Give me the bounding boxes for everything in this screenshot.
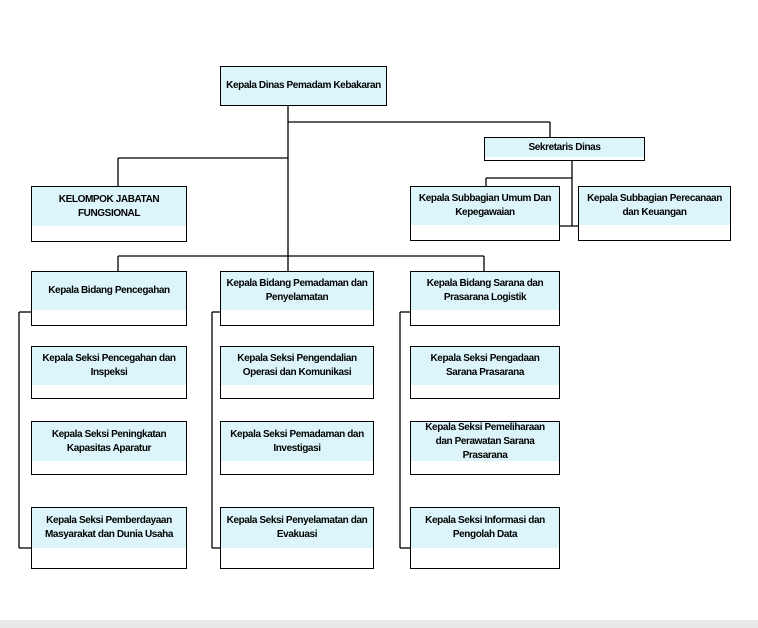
- section-box-3-1: Kepala Seksi Pengadaan Sarana Prasarana: [410, 346, 560, 399]
- section-box-2-3: Kepala Seksi Penyelamatan dan Evakuasi: [220, 507, 374, 569]
- section-label-3-2: Kepala Seksi Pemeliharaan dan Perawatan …: [425, 421, 545, 461]
- head-label: Kepala Dinas Pemadam Kebakaran: [226, 80, 381, 91]
- section-label-1-2: Kepala Seksi Peningkatan Kapasitas Apara…: [51, 428, 167, 454]
- division-label-3: Kepala Bidang Sarana dan Prasarana Logis…: [426, 278, 544, 303]
- section-label-1-1: Kepala Seksi Pencegahan dan Inspeksi: [42, 353, 176, 378]
- division-label-1: Kepala Bidang Pencegahan: [48, 285, 170, 296]
- section-label-3-3: Kepala Seksi Informasi dan Pengolah Data: [425, 515, 545, 540]
- division-box-2: Kepala Bidang Pemadaman dan Penyelamatan: [220, 271, 374, 326]
- functional-group-box: KELOMPOK JABATAN FUNGSIONAL: [31, 186, 187, 242]
- section-label-2-2: Kepala Seksi Pemadaman dan Investigasi: [230, 428, 364, 454]
- division-box-1: Kepala Bidang Pencegahan: [31, 271, 187, 326]
- head-box: Kepala Dinas Pemadam Kebakaran: [220, 66, 387, 106]
- subsection-box-1: Kepala Subbagian Umum Dan Kepegawaian: [410, 186, 560, 241]
- section-box-2-1: Kepala Seksi Pengendalian Operasi dan Ko…: [220, 346, 374, 399]
- division-box-3: Kepala Bidang Sarana dan Prasarana Logis…: [410, 271, 560, 326]
- section-label-2-1: Kepala Seksi Pengendalian Operasi dan Ko…: [237, 353, 357, 378]
- section-label-2-3: Kepala Seksi Penyelamatan dan Evakuasi: [226, 515, 368, 540]
- subsection-label-1: Kepala Subbagian Umum Dan Kepegawaian: [418, 193, 552, 218]
- secretary-box: Sekretaris Dinas: [484, 137, 645, 161]
- section-box-2-2: Kepala Seksi Pemadaman dan Investigasi: [220, 421, 374, 475]
- section-label-1-3: Kepala Seksi Pemberdayaan Masyarakat dan…: [45, 515, 173, 540]
- section-box-3-2: Kepala Seksi Pemeliharaan dan Perawatan …: [410, 421, 560, 475]
- section-box-3-3: Kepala Seksi Informasi dan Pengolah Data: [410, 507, 560, 569]
- secretary-label: Sekretaris Dinas: [528, 141, 601, 153]
- functional-group-label: KELOMPOK JABATAN FUNGSIONAL: [58, 193, 160, 219]
- section-box-1-3: Kepala Seksi Pemberdayaan Masyarakat dan…: [31, 507, 187, 569]
- section-label-3-1: Kepala Seksi Pengadaan Sarana Prasarana: [430, 353, 540, 378]
- bottom-strip: [0, 620, 758, 628]
- section-box-1-1: Kepala Seksi Pencegahan dan Inspeksi: [31, 346, 187, 399]
- division-label-2: Kepala Bidang Pemadaman dan Penyelamatan: [226, 278, 368, 303]
- section-box-1-2: Kepala Seksi Peningkatan Kapasitas Apara…: [31, 421, 187, 475]
- subsection-label-2: Kepala Subbagian Perecanaan dan Keuangan: [587, 193, 722, 218]
- subsection-box-2: Kepala Subbagian Perecanaan dan Keuangan: [578, 186, 731, 241]
